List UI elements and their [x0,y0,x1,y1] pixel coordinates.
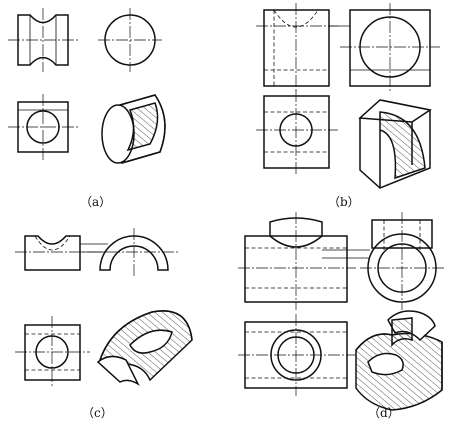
panel-d-isometric [355,310,443,411]
panel-c-side-view [90,228,178,278]
panel-a-top-view [8,94,80,160]
panel-b-side-view [340,3,440,92]
panel-b-isometric [358,99,432,189]
label-d: （d） [368,406,400,420]
panel-b-front-view [256,3,350,92]
panel-d-front-view [238,212,370,310]
label-b: （b） [328,195,360,209]
panel-d: （d） [238,212,444,420]
panel-a: （a） [8,8,166,209]
panel-a-side-view [98,8,162,72]
panel-d-top-view [238,314,356,396]
panel-b-top-view [256,90,338,174]
label-c: （c） [82,406,113,420]
panel-c: （c） [15,228,193,420]
label-a: （a） [80,195,111,209]
panel-c-isometric [96,310,193,386]
panel-c-front-view [15,235,108,271]
panel-a-front-view [8,8,80,72]
panel-a-isometric [101,94,166,164]
panel-c-top-view [15,316,90,388]
panel-d-side-view [360,212,444,310]
panel-b: （b） [256,3,440,209]
